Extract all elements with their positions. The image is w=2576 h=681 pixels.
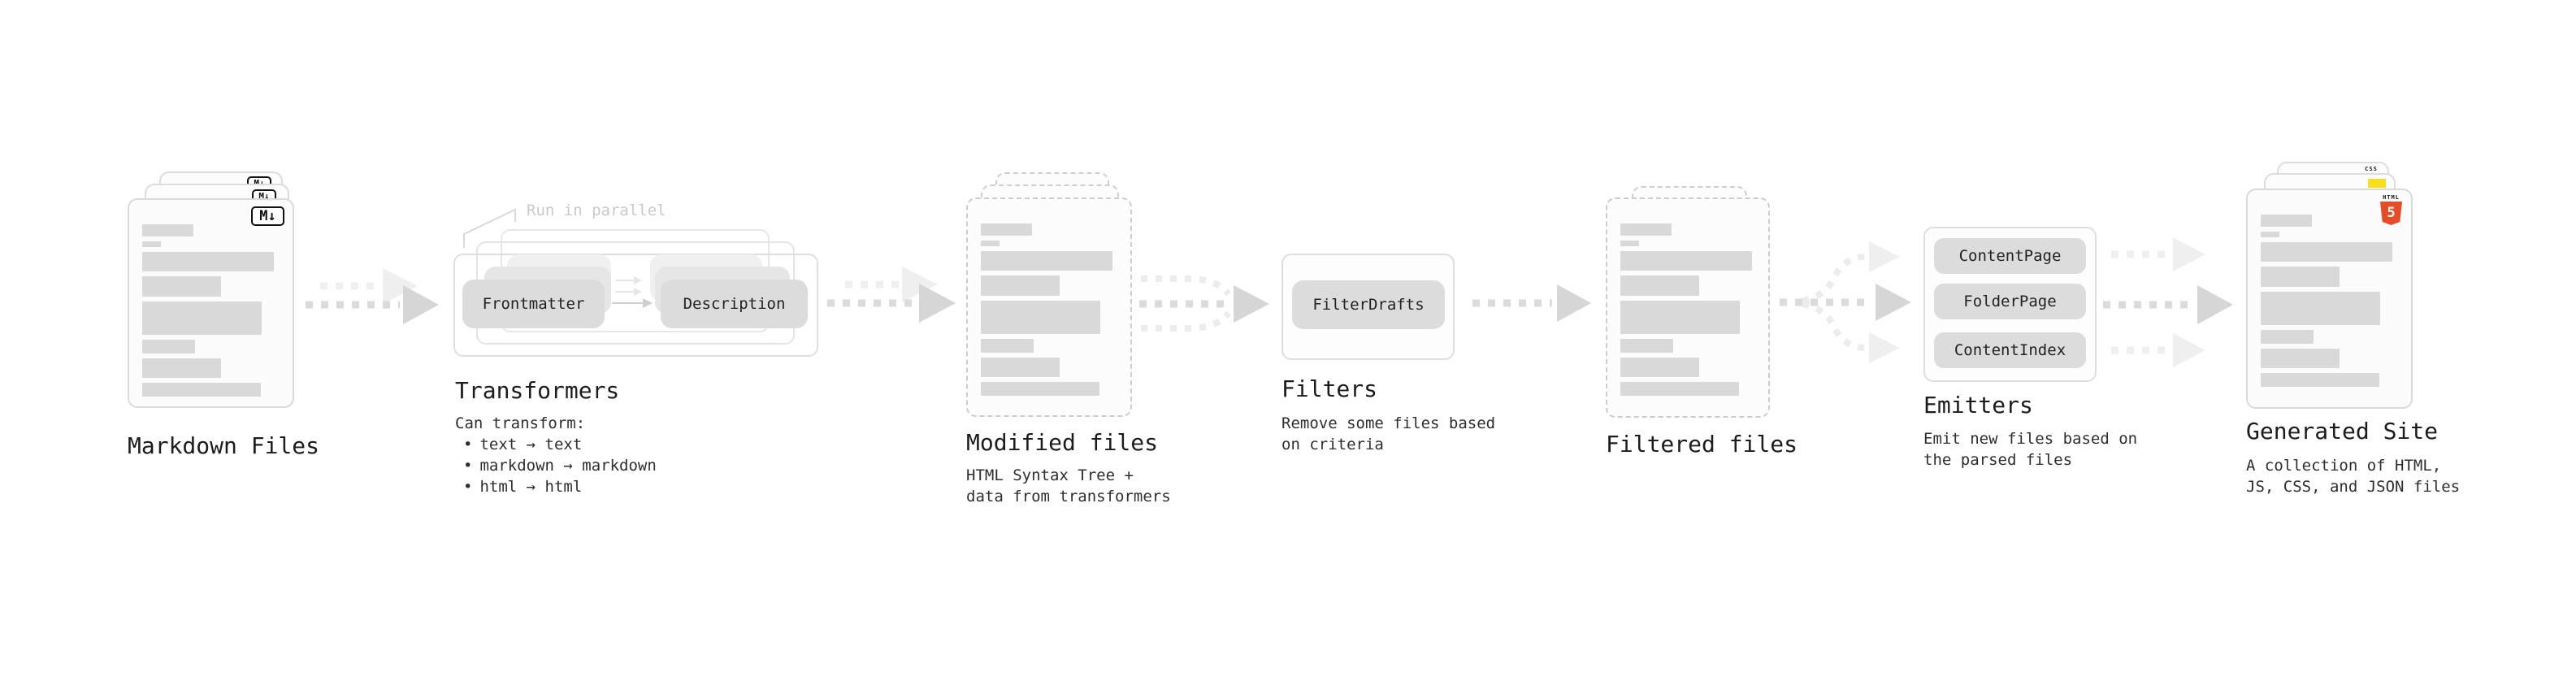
document-placeholder-lines xyxy=(129,200,293,397)
contentpage-pill: ContentPage xyxy=(1934,238,2086,274)
contentindex-pill-label: ContentIndex xyxy=(1954,341,2066,359)
transformers-label: Transformers xyxy=(455,377,620,404)
contentpage-pill-label: ContentPage xyxy=(1958,247,2062,265)
filtered-file-card xyxy=(1606,197,1770,418)
filters-description: Remove some files based on criteria xyxy=(1281,414,1496,453)
transformers-bullet-1: •text → text xyxy=(463,436,583,453)
filterdrafts-pill-label: FilterDrafts xyxy=(1312,296,1425,314)
frontmatter-pill: Frontmatter xyxy=(462,280,605,328)
bullet-glyph: • xyxy=(463,478,473,496)
description-pill-label: Description xyxy=(683,295,786,313)
arrow-frontmatter-to-description xyxy=(612,276,653,308)
run-in-parallel-callout-line xyxy=(463,208,516,248)
html5-icon: HTML 5 xyxy=(2380,194,2402,225)
markdown-icon: M↓ xyxy=(251,206,284,226)
folderpage-pill: FolderPage xyxy=(1934,284,2086,319)
folderpage-pill-label: FolderPage xyxy=(1963,293,2057,310)
generated-site-description: A collection of HTML, JS, CSS, and JSON … xyxy=(2246,457,2461,496)
document-placeholder-lines xyxy=(968,199,1130,396)
document-placeholder-lines xyxy=(2248,190,2411,387)
transformers-desc-title: Can transform: xyxy=(455,414,586,432)
js-icon xyxy=(2368,179,2386,188)
filtered-files-label: Filtered files xyxy=(1606,431,1798,458)
arrow-filters-to-filtered xyxy=(1472,284,1591,322)
generated-site-label: Generated Site xyxy=(2246,418,2439,445)
arrow-transformers-to-modified xyxy=(827,267,956,323)
transformers-bullet-2: •markdown → markdown xyxy=(463,457,657,475)
transformer-box-front xyxy=(453,254,818,357)
arrow-markdown-to-transformers xyxy=(306,268,439,324)
transformers-description: Can transform: •text → text •markdown → … xyxy=(455,413,657,497)
markdown-file-card: M↓ xyxy=(128,198,294,408)
filterdrafts-pill: FilterDrafts xyxy=(1292,280,1445,329)
run-in-parallel-note: Run in parallel xyxy=(527,202,666,219)
modified-files-label: Modified files xyxy=(966,429,1159,456)
emitters-label: Emitters xyxy=(1923,392,2033,419)
modified-file-card xyxy=(966,197,1132,417)
markdown-files-label: Markdown Files xyxy=(128,432,320,459)
arrow-modified-to-filters-merge xyxy=(1139,275,1269,332)
frontmatter-pill-label: Frontmatter xyxy=(482,295,585,313)
document-placeholder-lines xyxy=(1607,199,1768,396)
filters-label: Filters xyxy=(1281,375,1378,402)
emitters-description: Emit new files based on the parsed files xyxy=(1923,430,2138,469)
generated-file-card-html: HTML 5 xyxy=(2246,189,2413,409)
modified-files-description: HTML Syntax Tree + data from transformer… xyxy=(966,466,1171,505)
description-pill: Description xyxy=(661,280,808,328)
transformers-bullet-3: •html → html xyxy=(463,478,583,496)
arrow-emitters-to-generated xyxy=(2103,237,2233,367)
bullet-glyph: • xyxy=(463,436,473,453)
arrow-filtered-to-emitters-split xyxy=(1780,241,1911,363)
contentindex-pill: ContentIndex xyxy=(1934,332,2086,368)
bullet-glyph: • xyxy=(463,457,473,475)
